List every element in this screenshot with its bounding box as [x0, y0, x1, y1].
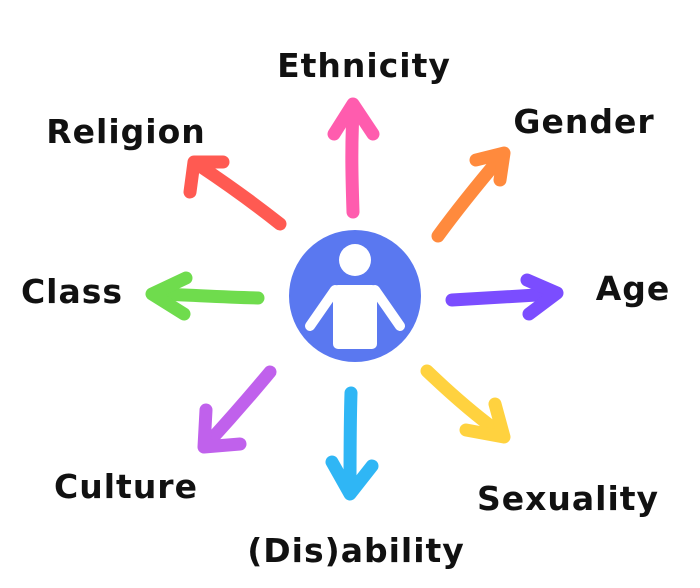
- label-class: Class: [21, 272, 123, 311]
- label-age: Age: [596, 269, 671, 308]
- label-sexuality: Sexuality: [477, 479, 659, 518]
- person-icon: [305, 244, 405, 349]
- label-disability: (Dis)ability: [247, 531, 465, 570]
- arrow-age: [445, 273, 564, 321]
- arrow-culture: [197, 365, 277, 454]
- label-religion: Religion: [46, 112, 206, 151]
- arrow-religion: [183, 155, 287, 231]
- arrow-ethnicity: [327, 97, 380, 219]
- arrow-sexuality: [420, 364, 511, 444]
- center-person: [289, 230, 421, 362]
- arrow-class: [145, 271, 265, 321]
- label-gender: Gender: [513, 102, 654, 141]
- arrow-gender: [431, 146, 511, 243]
- label-culture: Culture: [54, 467, 198, 506]
- label-ethnicity: Ethnicity: [277, 46, 451, 85]
- arrow-disability: [325, 386, 379, 501]
